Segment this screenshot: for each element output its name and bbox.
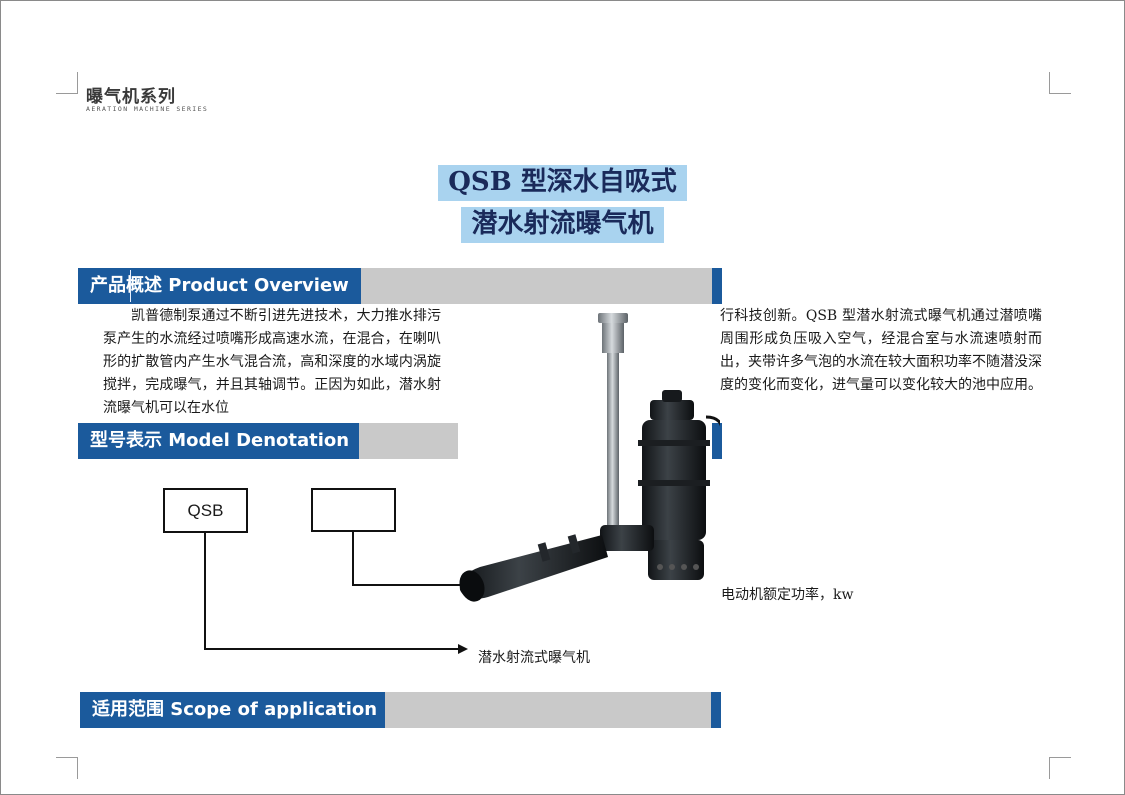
section-tick [130, 270, 131, 302]
section-bar-end [711, 692, 721, 728]
crop-mark-top-right [1049, 72, 1071, 94]
section-label-overview: 产品概述 Product Overview [78, 268, 361, 304]
section-bar-model-end [712, 423, 722, 459]
model-box-qsb: QSB [163, 488, 248, 533]
connector-line-power [352, 532, 470, 586]
pump-image [459, 313, 720, 602]
title-line-1: QSB 型深水自吸式 [0, 161, 1125, 201]
connector-line-qsb [204, 533, 462, 650]
arrow-head-icon [458, 644, 468, 654]
crop-mark-bottom-right [1049, 757, 1071, 779]
series-subtitle: AERATION MACHINE SERIES [86, 105, 209, 113]
section-bar-model: 型号表示 Model Denotation [78, 423, 458, 459]
section-label-model: 型号表示 Model Denotation [78, 423, 359, 459]
model-box-power [311, 488, 396, 532]
power-note: 电动机额定功率，kw [721, 587, 854, 603]
crop-mark-top-left [56, 72, 78, 94]
overview-text-left: 凯普德制泵通过不断引进先进技术，大力推水排污泵产生的水流经过喷嘴形成高速水流，在… [103, 308, 441, 416]
series-title: 曝气机系列 [86, 87, 176, 107]
crop-mark-bottom-left [56, 757, 78, 779]
section-bar-scope: 适用范围 Scope of application [80, 692, 721, 728]
section-bar-end [712, 268, 722, 304]
overview-text-right: 行科技创新。QSB 型潜水射流式曝气机通过潜喷嘴周围形成负压吸入空气，经混合室与… [720, 308, 1042, 393]
section-label-scope: 适用范围 Scope of application [80, 692, 385, 728]
type-note: 潜水射流式曝气机 [478, 650, 590, 666]
title-line-2: 潜水射流曝气机 [0, 203, 1125, 243]
section-bar-overview: 产品概述 Product Overview [78, 268, 722, 304]
